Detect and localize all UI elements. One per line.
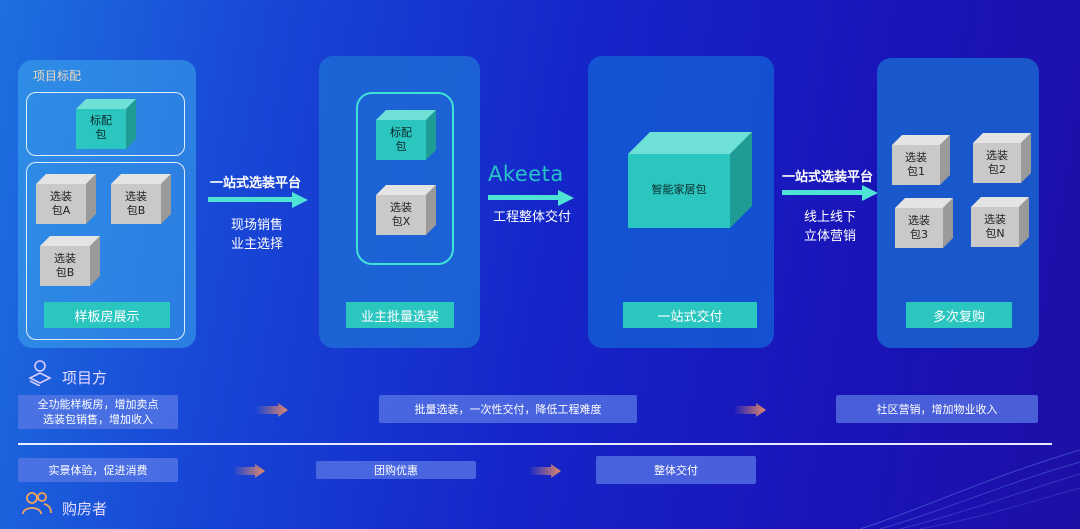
smart-home-pack-cube: 智能家居包 <box>628 132 752 228</box>
standard-pack-frame <box>26 92 185 156</box>
bulk-standard-pack-cube: 标配 包 <box>376 110 436 160</box>
arrow1-sub: 现场销售 业主选择 <box>230 218 283 252</box>
pack-3-label: 选装 包3 <box>908 214 930 241</box>
arrow3-sub: 线上线下 立体营销 <box>803 210 856 244</box>
repurchase-button: 多次复购 <box>906 302 1012 328</box>
pack-1-label: 选装 包1 <box>905 151 927 178</box>
arrow2-sub: 工程整体交付 <box>492 210 571 225</box>
chevron-right-icon <box>734 403 766 417</box>
buyer-benefit-3: 整体交付 <box>596 456 756 484</box>
optional-pack-a-label: 选装 包A <box>50 190 72 217</box>
pack-3-cube: 选装 包3 <box>895 198 953 248</box>
buyer-benefit-1: 实景体验，促进消费 <box>18 458 178 482</box>
sample-room-button: 样板房展示 <box>44 302 170 328</box>
smart-home-pack-label: 智能家居包 <box>651 183 707 196</box>
arrow2-icon <box>488 190 574 206</box>
wave-decoration <box>860 449 1080 529</box>
bulk-optional-pack-x-cube: 选装 包X <box>376 185 436 235</box>
akeeta-logo: Akeeta <box>488 162 564 186</box>
project-benefit-3: 社区营销，增加物业收入 <box>836 395 1038 423</box>
standard-pack-label: 标配 包 <box>90 114 112 141</box>
bulk-selection-button: 业主批量选装 <box>346 302 454 328</box>
project-benefit-2: 批量选装，一次性交付，降低工程难度 <box>379 395 637 423</box>
buyer-side-label: 购房者 <box>62 500 108 518</box>
optional-pack-a-cube: 选装 包A <box>36 174 96 224</box>
chevron-right-icon <box>256 403 288 417</box>
one-stop-delivery-button: 一站式交付 <box>623 302 757 328</box>
arrow3-title: 一站式选装平台 <box>782 170 874 185</box>
section-divider <box>18 443 1052 445</box>
arrow3-icon <box>782 185 878 201</box>
section-label-standard: 项目标配 <box>33 69 82 83</box>
arrow1-icon <box>208 192 308 208</box>
chevron-right-icon <box>529 464 561 478</box>
chevron-right-icon <box>233 464 265 478</box>
bulk-optional-pack-x-label: 选装 包X <box>390 201 412 228</box>
buyer-benefit-2: 团购优惠 <box>316 461 476 479</box>
pack-2-cube: 选装 包2 <box>973 133 1031 183</box>
optional-pack-b2-cube: 选装 包B <box>40 236 100 286</box>
pack-2-label: 选装 包2 <box>986 149 1008 176</box>
bulk-pack-frame <box>356 92 454 265</box>
optional-pack-b-label: 选装 包B <box>125 190 147 217</box>
optional-pack-frame <box>26 162 185 340</box>
project-benefit-1: 全功能样板房，增加卖点 选装包销售，增加收入 <box>18 395 178 429</box>
standard-pack-cube: 标配 包 <box>76 99 136 149</box>
buyers-icon <box>22 492 52 515</box>
pack-n-label: 选装 包N <box>984 213 1006 240</box>
bulk-standard-pack-label: 标配 包 <box>390 126 412 153</box>
arrow1-title: 一站式选装平台 <box>210 176 302 191</box>
optional-pack-b-cube: 选装 包B <box>111 174 171 224</box>
pack-n-cube: 选装 包N <box>971 197 1029 247</box>
project-owner-icon <box>28 360 52 386</box>
optional-pack-b2-label: 选装 包B <box>54 252 76 279</box>
project-side-label: 项目方 <box>62 369 108 387</box>
pack-1-cube: 选装 包1 <box>892 135 950 185</box>
